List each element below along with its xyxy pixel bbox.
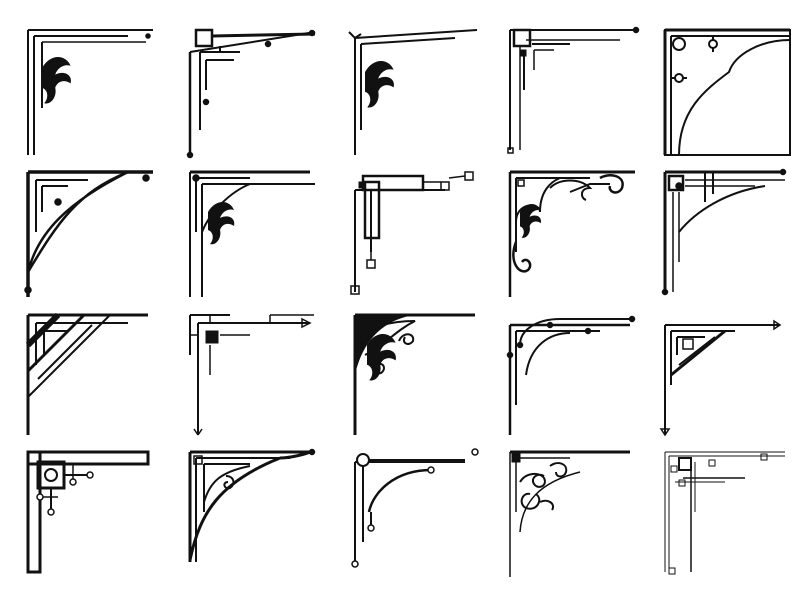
corner-ornament-r1c1 bbox=[27, 29, 153, 155]
corner-ornament-r1c2 bbox=[186, 28, 316, 159]
ornament-corner-icon bbox=[661, 168, 787, 296]
corner-ornament-r1c3 bbox=[348, 29, 478, 155]
corner-ornament-r1c4 bbox=[507, 26, 640, 154]
corner-ornament-r3c3 bbox=[353, 313, 475, 435]
ornament-corner-icon bbox=[350, 171, 474, 295]
corner-ornament-r3c4 bbox=[506, 315, 636, 435]
ornament-corner-icon bbox=[189, 170, 315, 297]
corner-ornament-r2c4 bbox=[508, 170, 635, 297]
corner-ornament-r4c1 bbox=[26, 450, 150, 574]
corner-ornament-r4c2 bbox=[188, 448, 316, 562]
corner-ornament-r3c2 bbox=[189, 314, 314, 436]
corner-ornament-r2c3 bbox=[350, 171, 474, 295]
ornament-corner-icon bbox=[353, 313, 475, 435]
ornament-corner-icon bbox=[506, 315, 636, 435]
corner-ornament-r4c3 bbox=[351, 448, 479, 568]
ornament-corner-icon bbox=[664, 451, 785, 575]
ornament-corner-icon bbox=[186, 28, 316, 159]
ornament-corner-icon bbox=[659, 319, 782, 437]
ornament-corner-icon bbox=[25, 312, 148, 435]
corner-ornament-r4c4 bbox=[509, 450, 630, 577]
ornament-corner-icon bbox=[663, 28, 791, 156]
ornament-corner-icon bbox=[26, 450, 150, 574]
corner-ornament-r2c2 bbox=[189, 170, 315, 297]
ornament-corner-icon bbox=[507, 26, 640, 154]
ornament-corner-icon bbox=[348, 29, 478, 155]
ornament-corner-icon bbox=[351, 448, 479, 568]
corner-ornament-r2c1 bbox=[24, 170, 153, 297]
corner-ornament-r3c5 bbox=[659, 319, 782, 437]
corner-ornament-r3c1 bbox=[25, 312, 148, 435]
corner-ornament-r4c5 bbox=[664, 451, 785, 575]
ornament-corner-icon bbox=[509, 450, 630, 577]
ornament-corner-icon bbox=[508, 170, 635, 297]
ornament-corner-icon bbox=[24, 170, 153, 297]
corner-ornament-r2c5 bbox=[661, 168, 787, 296]
corner-ornament-r1c5 bbox=[663, 28, 791, 156]
ornament-corner-icon bbox=[188, 448, 316, 562]
ornament-corner-icon bbox=[27, 29, 153, 155]
ornament-corner-icon bbox=[189, 314, 314, 436]
